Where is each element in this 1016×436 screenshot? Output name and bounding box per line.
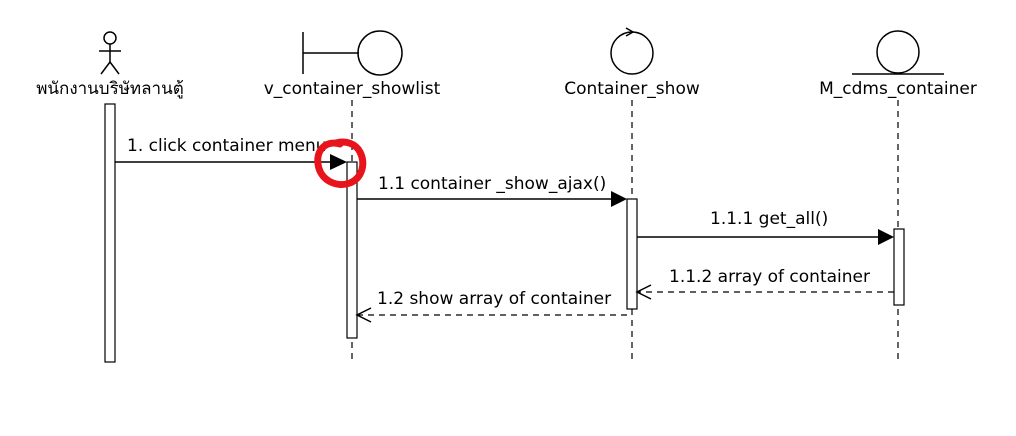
boundary-icon bbox=[302, 30, 403, 76]
activation-boundary bbox=[346, 161, 358, 339]
message-5-arrowhead bbox=[355, 307, 372, 323]
highlight-circle-annotation bbox=[314, 138, 367, 188]
activation-entity bbox=[893, 228, 905, 306]
message-4-label: 1.1.2 array of container bbox=[669, 267, 870, 287]
message-4-arrowhead bbox=[635, 284, 652, 300]
participant-label-control: Container_show bbox=[564, 79, 700, 99]
actor-icon bbox=[99, 31, 121, 75]
entity-icon bbox=[852, 30, 944, 75]
participant-label-actor: พนักงานบริษัทลานตู้ bbox=[36, 79, 184, 99]
activation-control bbox=[626, 198, 638, 310]
message-3-arrowhead bbox=[878, 229, 894, 245]
activation-actor bbox=[104, 103, 116, 363]
message-2-arrowhead bbox=[611, 191, 627, 207]
control-icon bbox=[610, 27, 654, 75]
message-1-arrowhead bbox=[330, 154, 347, 170]
message-2-label: 1.1 container _show_ajax() bbox=[378, 174, 606, 194]
participant-label-entity: M_cdms_container bbox=[819, 79, 977, 99]
participant-label-boundary: v_container_showlist bbox=[264, 79, 441, 99]
message-3-label: 1.1.1 get_all() bbox=[710, 209, 828, 229]
message-1-label: 1. click container menu bbox=[127, 136, 327, 156]
message-5-label: 1.2 show array of container bbox=[377, 289, 611, 309]
